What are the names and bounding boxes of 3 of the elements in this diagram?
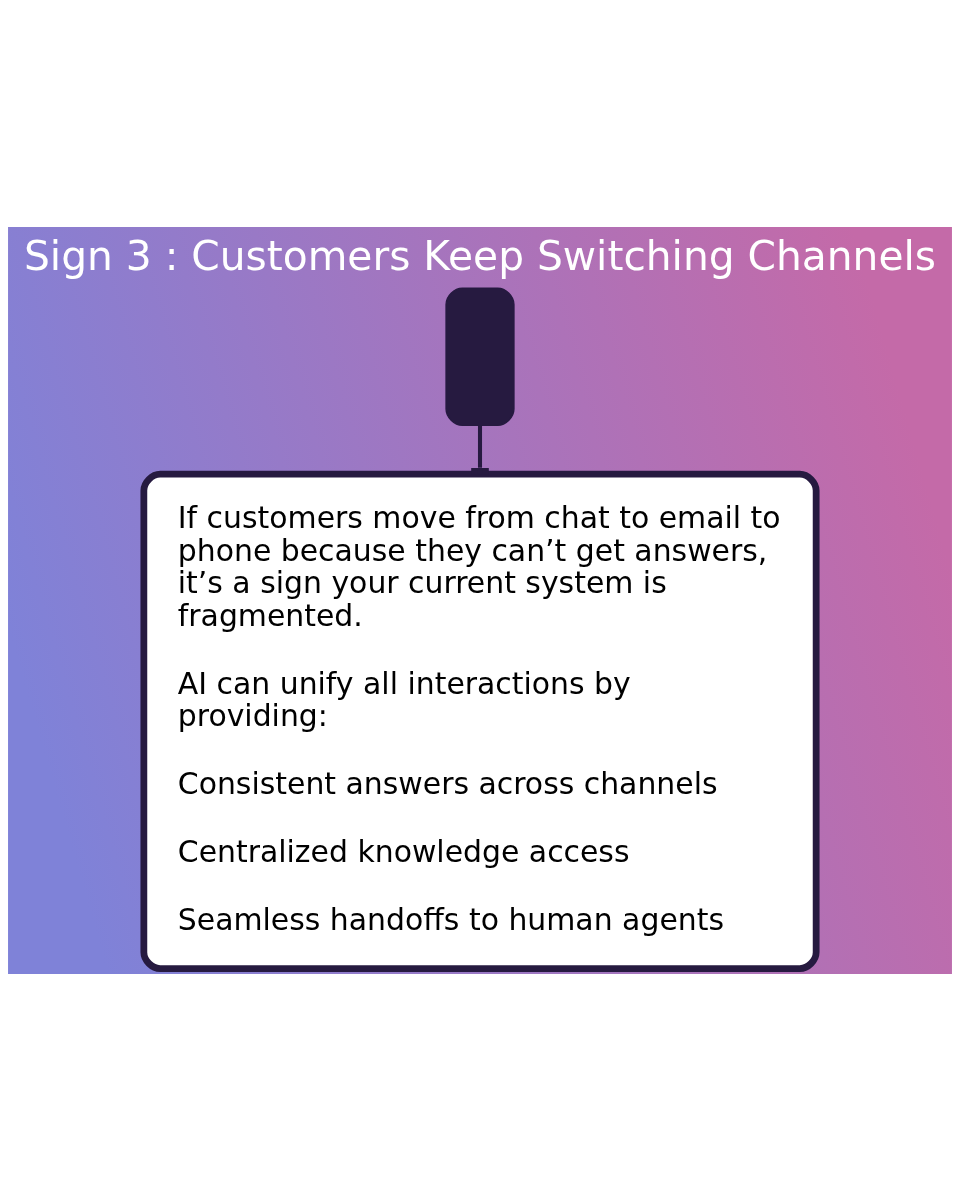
node-box: If customers move from chat to email to phone because they can’t get answers, it’s a sign your current system is fragmented. AI can unify all interactions by providing: Consistent answers across channels Centralized knowledge access Seamless handoffs to human agents [140, 470, 820, 972]
diagram-title: Sign 3 : Customers Keep Switching Channels [23, 231, 937, 280]
node-box [445, 286, 515, 426]
